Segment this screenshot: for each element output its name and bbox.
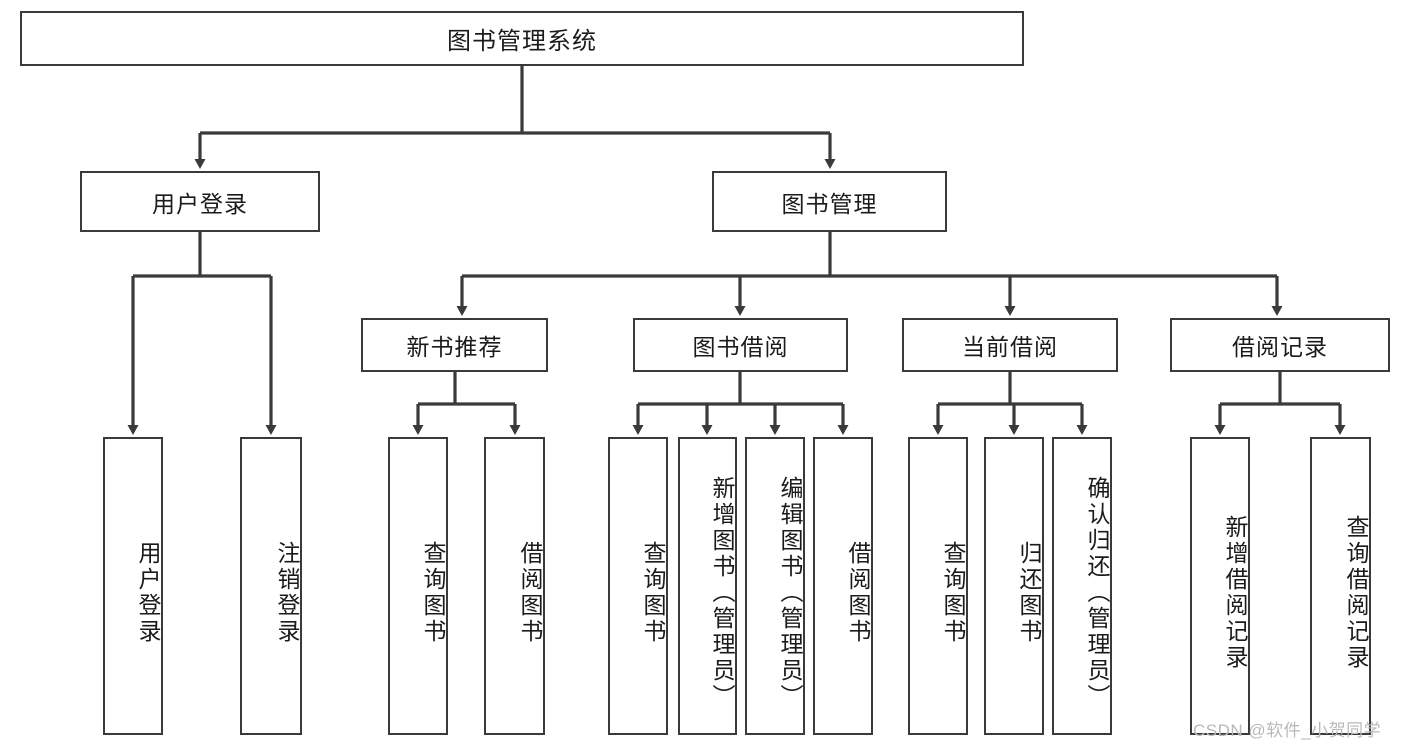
node-current-borrow[interactable]: 当前借阅 xyxy=(902,318,1118,372)
leaf-query-book-recommendation[interactable]: 查询图书 xyxy=(388,437,448,735)
leaf-add-borrow-record[interactable]: 新增借阅记录 xyxy=(1190,437,1250,735)
node-root-book-management-system[interactable]: 图书管理系统 xyxy=(20,11,1024,66)
leaf-label: 注销登录 xyxy=(274,541,300,645)
leaf-query-book-borrow[interactable]: 查询图书 xyxy=(608,437,668,735)
leaf-label: 借阅图书 xyxy=(517,541,543,645)
leaf-label: 查询图书 xyxy=(940,541,966,645)
leaf-query-book-current[interactable]: 查询图书 xyxy=(908,437,968,735)
leaf-add-book-admin[interactable]: 新增图书（管理员） xyxy=(678,437,737,735)
leaf-label: 归还图书 xyxy=(1016,541,1042,645)
leaf-label: 确认归还（管理员） xyxy=(1084,476,1110,710)
csdn-watermark: CSDN @软件_小贺同学 xyxy=(1193,721,1382,740)
leaf-return-book[interactable]: 归还图书 xyxy=(984,437,1044,735)
leaf-label: 借阅图书 xyxy=(845,541,871,645)
node-book-management[interactable]: 图书管理 xyxy=(712,171,947,232)
node-new-book-recommendation[interactable]: 新书推荐 xyxy=(361,318,548,372)
leaf-label: 查询借阅记录 xyxy=(1343,515,1369,671)
node-book-borrow[interactable]: 图书借阅 xyxy=(633,318,848,372)
leaf-query-borrow-record[interactable]: 查询借阅记录 xyxy=(1310,437,1371,735)
leaf-label: 查询图书 xyxy=(640,541,666,645)
leaf-user-logout[interactable]: 注销登录 xyxy=(240,437,302,735)
leaf-confirm-return-admin[interactable]: 确认归还（管理员） xyxy=(1052,437,1112,735)
leaf-borrow-book-recommendation[interactable]: 借阅图书 xyxy=(484,437,545,735)
leaf-borrow-book[interactable]: 借阅图书 xyxy=(813,437,873,735)
leaf-label: 查询图书 xyxy=(420,541,446,645)
node-borrow-record[interactable]: 借阅记录 xyxy=(1170,318,1390,372)
leaf-label: 新增图书（管理员） xyxy=(709,476,735,710)
leaf-user-login[interactable]: 用户登录 xyxy=(103,437,163,735)
leaf-label: 编辑图书（管理员） xyxy=(777,476,803,710)
leaf-label: 新增借阅记录 xyxy=(1222,515,1248,671)
leaf-edit-book-admin[interactable]: 编辑图书（管理员） xyxy=(745,437,805,735)
node-user-login[interactable]: 用户登录 xyxy=(80,171,320,232)
leaf-label: 用户登录 xyxy=(135,541,161,645)
